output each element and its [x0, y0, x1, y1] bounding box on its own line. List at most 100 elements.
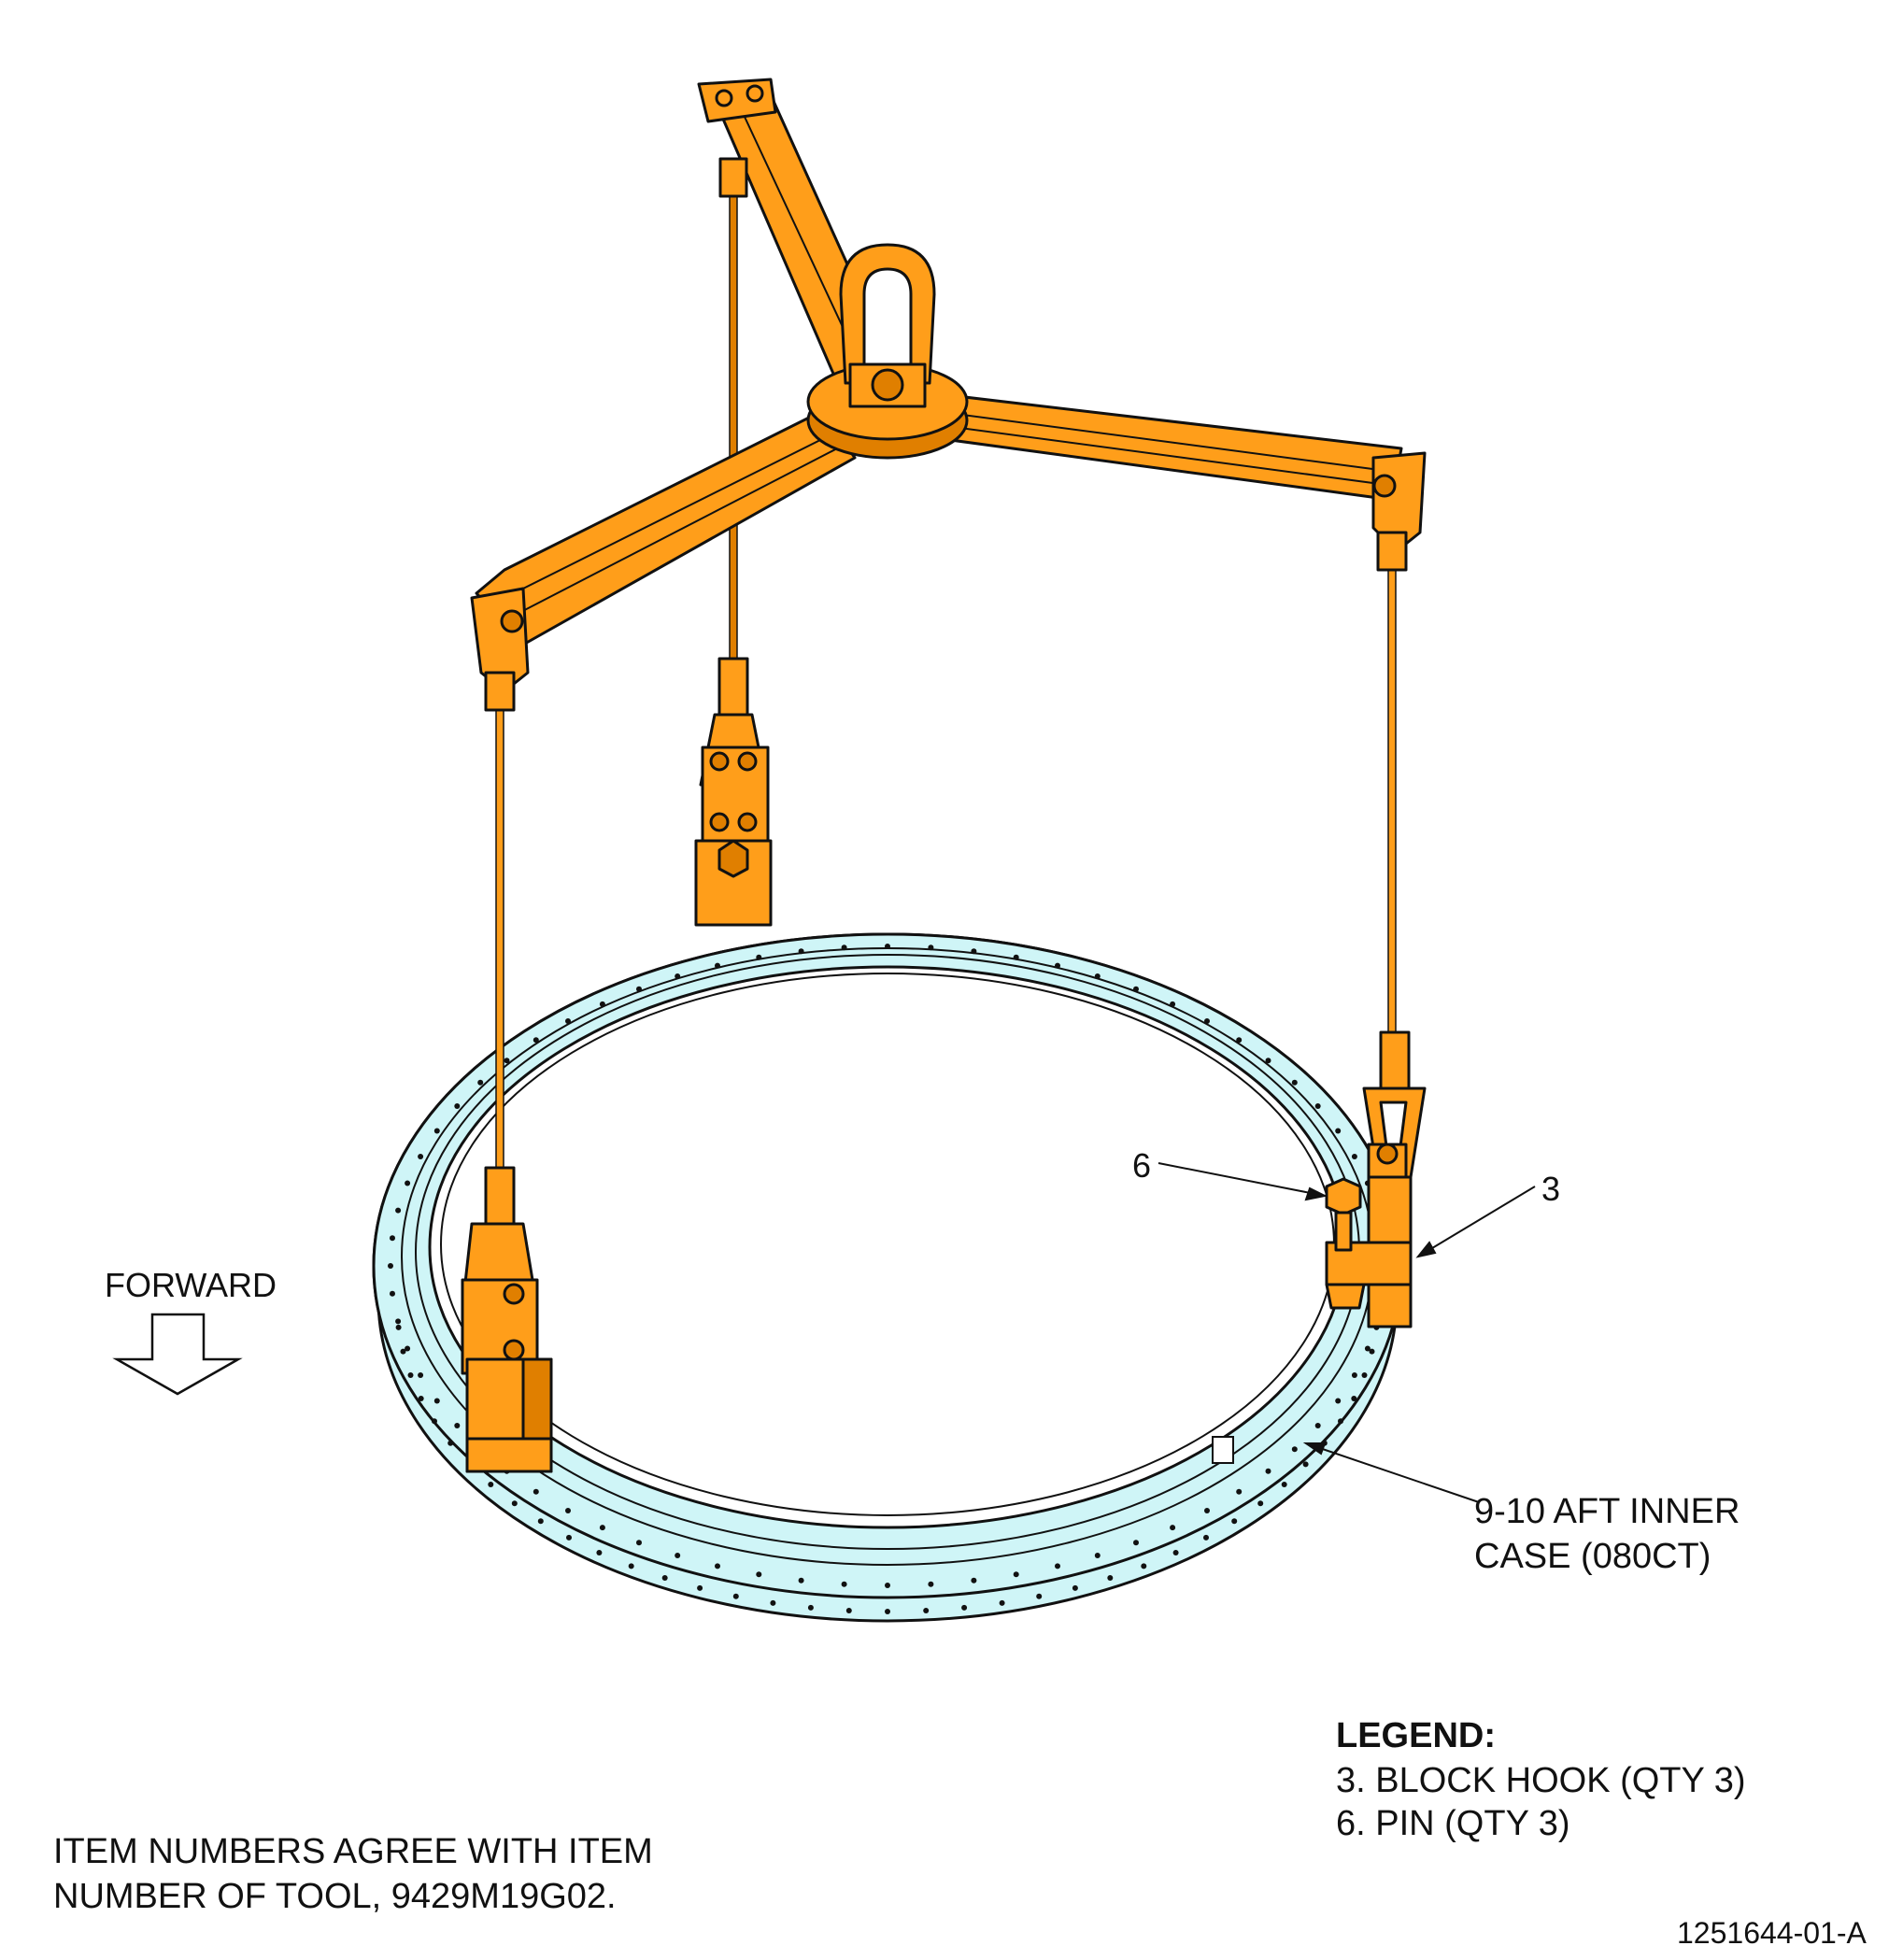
bolt-hole: [1107, 1575, 1114, 1581]
bolt-hole: [928, 944, 934, 951]
bolt-hole: [661, 1575, 668, 1581]
block-hook-left: [461, 1166, 553, 1473]
case-label-line2: CASE (080CT): [1474, 1537, 1711, 1576]
legend-item-block-hook: 3. BLOCK HOOK (QTY 3): [1336, 1761, 1746, 1800]
bolt-hole: [636, 986, 642, 992]
bolt-hole: [1133, 1540, 1139, 1546]
bolt-hole: [841, 1581, 847, 1587]
bolt-hole: [1361, 1372, 1368, 1378]
bolt-hole: [395, 1318, 402, 1325]
bolt-hole: [971, 948, 977, 955]
bolt-hole: [1335, 1398, 1342, 1404]
bolt-hole: [928, 1581, 934, 1587]
bolt-hole: [400, 1348, 406, 1355]
bolt-hole: [845, 1608, 852, 1613]
bolt-hole: [395, 1324, 402, 1330]
bolt-hole: [454, 1103, 461, 1109]
bolt-hole: [1364, 1345, 1371, 1352]
hub-nut: [871, 368, 904, 402]
bolt-hole: [885, 1609, 890, 1614]
bolt-hole: [1141, 1563, 1147, 1569]
callout-leaders: [1158, 1162, 1536, 1503]
bolt-hole: [1172, 1550, 1179, 1555]
bolt-hole: [533, 1488, 539, 1495]
bolt-hole: [841, 944, 847, 951]
bolt-hole: [885, 1583, 890, 1588]
bolt-hole: [1231, 1518, 1238, 1525]
bolt-hole: [1314, 1423, 1321, 1428]
bolt-hole: [596, 1550, 603, 1555]
bolt-hole: [1013, 1571, 1019, 1578]
forward-arrow-icon: [112, 1313, 243, 1396]
bolt-hole: [1094, 1553, 1101, 1558]
bolt-hole: [1281, 1482, 1287, 1487]
bolt-hole: [533, 1037, 539, 1044]
bolt-hole: [418, 1154, 424, 1159]
bolt-hole: [1203, 1534, 1209, 1541]
bolt-hole: [756, 1571, 762, 1578]
legend: LEGEND: 3. BLOCK HOOK (QTY 3) 6. PIN (QT…: [1336, 1716, 1746, 1843]
forward-indicator: FORWARD: [105, 1266, 277, 1396]
block-hook-right: [1325, 1030, 1427, 1328]
arm-right: [923, 391, 1403, 502]
bolt-hole: [447, 1440, 454, 1446]
bolt-hole: [1369, 1348, 1375, 1355]
lifting-fixture: [461, 78, 1427, 1473]
bolt-hole: [1257, 1500, 1264, 1507]
bolt-hole: [1291, 1446, 1298, 1453]
bolt-hole: [1351, 1396, 1357, 1401]
bolt-hole: [1170, 1001, 1176, 1007]
figure-id: 1251644-01-A: [1677, 1916, 1867, 1950]
bolt-hole: [1236, 1488, 1243, 1495]
pin-right: [1325, 1177, 1362, 1252]
bolt-hole: [1236, 1037, 1243, 1044]
bolt-hole: [923, 1608, 930, 1613]
bolt-hole: [675, 973, 681, 979]
legend-title: LEGEND:: [1336, 1716, 1496, 1755]
callout-item-3: 3: [1541, 1170, 1560, 1208]
bolt-hole: [961, 1604, 968, 1611]
bolt-hole: [732, 1593, 739, 1599]
bolt-hole: [1314, 1103, 1321, 1109]
arm-left: [475, 409, 857, 646]
note-line-1: ITEM NUMBERS AGREE WITH ITEM: [53, 1832, 653, 1871]
bolt-hole: [395, 1207, 402, 1214]
bolt-hole: [565, 1018, 571, 1024]
bolt-hole: [675, 1553, 681, 1558]
bolt-hole: [1036, 1593, 1043, 1599]
bolt-hole: [1338, 1418, 1343, 1425]
note-line-2: NUMBER OF TOOL, 9429M19G02.: [53, 1877, 617, 1916]
bolt-hole: [1170, 1525, 1176, 1531]
bolt-hole: [1351, 1154, 1357, 1159]
bolt-hole: [565, 1508, 571, 1513]
aft-inner-case-ring: [372, 932, 1403, 1623]
bolt-hole: [488, 1482, 494, 1487]
bolt-hole: [628, 1563, 634, 1569]
bolt-hole: [388, 1263, 393, 1269]
bolt-hole: [1072, 1584, 1078, 1591]
bolt-hole: [1055, 1563, 1060, 1569]
bolt-hole: [1013, 954, 1019, 960]
bolt-hole: [504, 1058, 510, 1064]
case-label-line1: 9-10 AFT INNER: [1474, 1492, 1740, 1531]
bolt-hole: [1055, 962, 1060, 969]
bolt-hole: [807, 1604, 814, 1611]
bolt-hole: [885, 944, 890, 949]
bolt-hole: [433, 1398, 440, 1404]
bolt-hole: [1265, 1058, 1271, 1064]
ring-bracket: [1212, 1436, 1234, 1464]
bolt-hole: [798, 1577, 804, 1584]
bolt-hole: [599, 1001, 605, 1007]
bolt-hole: [390, 1235, 395, 1242]
bolt-hole: [1351, 1372, 1357, 1378]
bolt-hole: [1204, 1018, 1210, 1024]
clevis-right: [1371, 451, 1427, 572]
bolt-hole: [405, 1345, 411, 1352]
bolt-hole: [405, 1180, 411, 1186]
clevis-left: [470, 587, 530, 712]
bolt-hole: [433, 1128, 440, 1134]
bolt-hole: [1335, 1128, 1342, 1134]
bolt-hole: [477, 1079, 484, 1086]
bolt-hole: [537, 1518, 544, 1525]
